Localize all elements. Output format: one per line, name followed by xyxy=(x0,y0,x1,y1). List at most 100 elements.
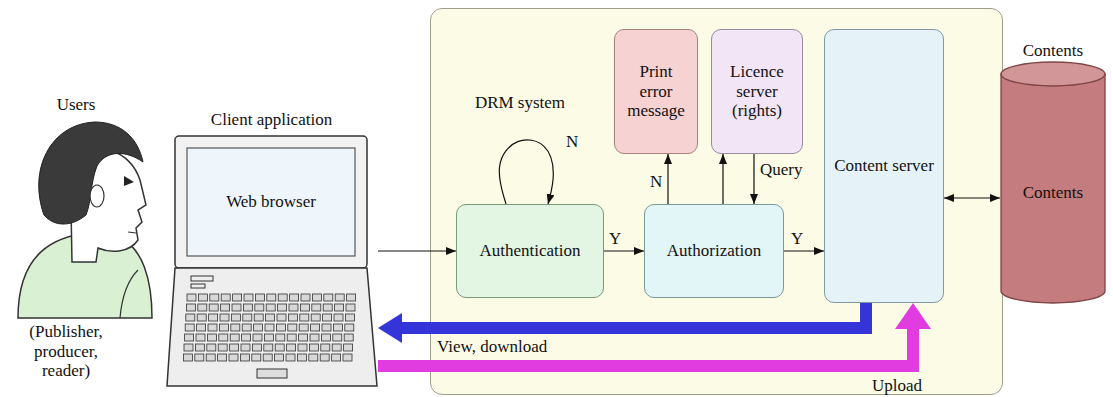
edge-label: Upload xyxy=(872,376,922,396)
key xyxy=(207,344,216,351)
edge-label: Y xyxy=(791,229,803,249)
user-eye xyxy=(124,176,134,186)
key xyxy=(230,334,239,341)
key xyxy=(324,294,333,301)
key xyxy=(288,324,297,331)
key xyxy=(183,354,192,361)
key xyxy=(300,304,309,311)
key xyxy=(275,354,284,361)
key xyxy=(229,354,238,361)
user-arm-line xyxy=(120,270,138,318)
key xyxy=(218,344,227,351)
key xyxy=(345,324,354,331)
text-slot: Print error message xyxy=(615,62,697,121)
key xyxy=(320,354,329,361)
key xyxy=(277,314,286,321)
key xyxy=(242,334,251,341)
text-slot: Web browser xyxy=(187,148,355,256)
key xyxy=(220,314,229,321)
key xyxy=(255,304,264,311)
key xyxy=(243,304,252,311)
key xyxy=(264,344,273,351)
data-flow-arrow xyxy=(378,329,913,366)
key xyxy=(322,324,331,331)
connector-arrow xyxy=(784,250,824,251)
key xyxy=(335,294,344,301)
key xyxy=(184,344,193,351)
edge-label: Query xyxy=(760,160,802,180)
laptop-lid xyxy=(175,136,367,268)
edge-label: N xyxy=(566,132,578,152)
key xyxy=(311,324,320,331)
key xyxy=(186,304,195,311)
process-box: Authorization xyxy=(644,204,784,298)
key xyxy=(332,354,341,361)
key xyxy=(312,294,321,301)
key xyxy=(254,324,263,331)
node-label: Print error message xyxy=(622,62,690,121)
key xyxy=(343,354,352,361)
key xyxy=(230,344,239,351)
key xyxy=(232,304,241,311)
key xyxy=(198,294,207,301)
key xyxy=(209,304,218,311)
node-label: Web browser xyxy=(226,192,316,212)
actor-roles: (Publisher, producer, reader) xyxy=(12,322,120,381)
key xyxy=(265,324,274,331)
data-flow-arrow xyxy=(402,303,866,328)
key xyxy=(278,294,287,301)
process-box: Authentication xyxy=(456,204,604,298)
connector-arrow xyxy=(378,250,456,251)
key xyxy=(266,314,275,321)
node-label: DRM system xyxy=(475,93,565,113)
key xyxy=(267,294,276,301)
user-ear xyxy=(90,185,104,207)
key xyxy=(187,294,196,301)
key xyxy=(344,344,353,351)
connector-arrow xyxy=(944,197,1000,198)
laptop-trackpad xyxy=(257,369,287,378)
node-label: Content server xyxy=(834,156,934,176)
key xyxy=(323,314,332,321)
key xyxy=(221,294,230,301)
text-slot: Authentication xyxy=(472,241,587,261)
key xyxy=(287,334,296,341)
key xyxy=(185,334,194,341)
connector-arrow xyxy=(604,250,644,251)
key xyxy=(344,334,353,341)
key xyxy=(335,304,344,311)
node-label: Licence server (rights) xyxy=(719,62,795,121)
key xyxy=(287,344,296,351)
key xyxy=(252,344,261,351)
key xyxy=(218,354,227,361)
key xyxy=(333,324,342,331)
text-slot: Contents xyxy=(1000,80,1106,305)
key xyxy=(206,354,215,361)
key xyxy=(323,304,332,311)
key xyxy=(276,324,285,331)
cylinder-top xyxy=(1001,62,1105,86)
key xyxy=(231,314,240,321)
text-slot: Licence server (rights) xyxy=(712,62,802,121)
key xyxy=(299,324,308,331)
error-box: Print error message xyxy=(614,29,698,154)
node-label: Authorization xyxy=(667,241,761,261)
key xyxy=(300,314,309,321)
content-server-box: Content server xyxy=(824,29,944,303)
edge-label: Y xyxy=(609,229,621,249)
key xyxy=(185,324,194,331)
key xyxy=(347,294,356,301)
key xyxy=(219,324,228,331)
user-illustration xyxy=(0,0,165,330)
text-slot: Content server xyxy=(827,156,941,176)
key xyxy=(197,314,206,321)
key xyxy=(233,294,242,301)
text-slot: Contents xyxy=(1000,40,1106,62)
node-label: Client application xyxy=(211,110,332,130)
key xyxy=(209,314,218,321)
key xyxy=(255,294,264,301)
key xyxy=(253,334,262,341)
laptop-button xyxy=(191,284,205,288)
key xyxy=(332,344,341,351)
key xyxy=(299,334,308,341)
